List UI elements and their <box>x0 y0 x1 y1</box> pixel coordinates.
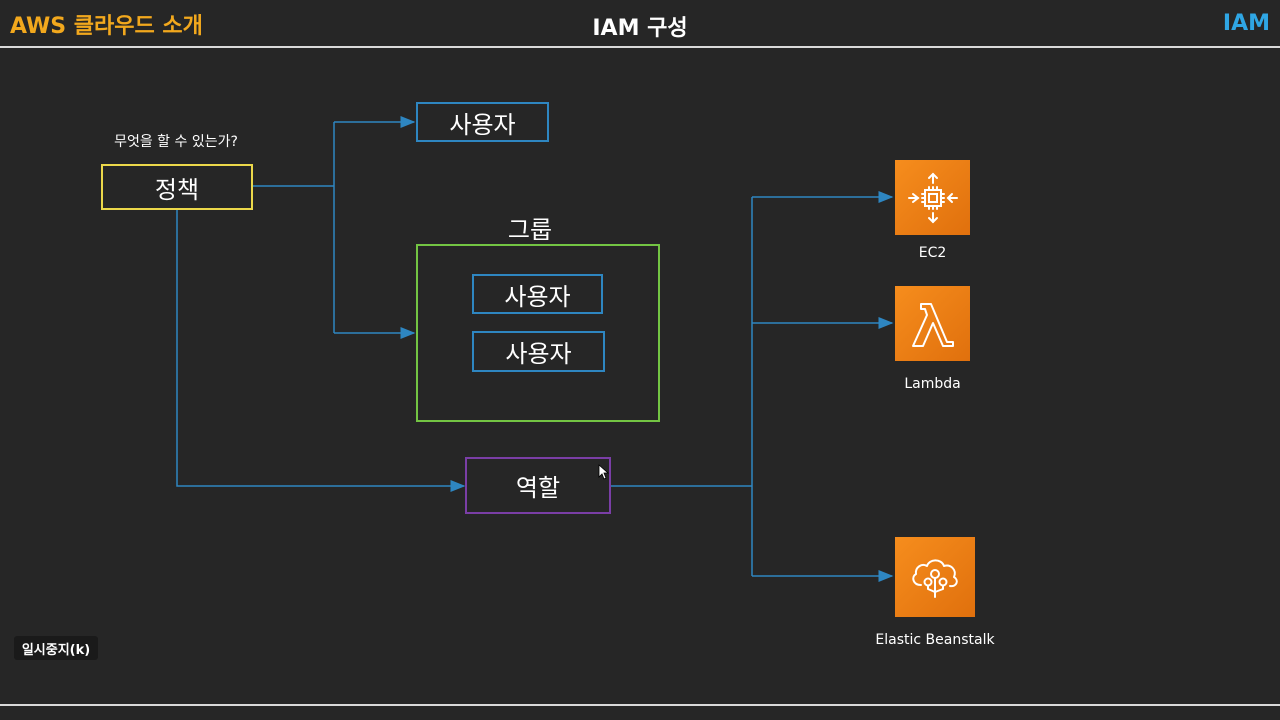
group-label: 그룹 <box>507 216 553 244</box>
iam-label: IAM <box>1222 11 1270 36</box>
role-box: 역할 <box>465 457 611 514</box>
group-user-box-1: 사용자 <box>472 274 603 314</box>
page-title: IAM 구성 <box>592 16 688 41</box>
lambda-icon <box>911 302 954 347</box>
lambda-service <box>895 286 970 361</box>
mouse-cursor-icon <box>598 464 610 480</box>
ec2-label: EC2 <box>918 245 947 261</box>
footer-divider <box>0 704 1280 706</box>
policy-question: 무엇을 할 수 있는가? <box>114 134 238 150</box>
group-user-box-2: 사용자 <box>472 331 605 372</box>
pause-button[interactable]: 일시중지(k) <box>14 636 98 660</box>
course-title: AWS 클라우드 소개 <box>10 14 203 39</box>
group-box <box>416 244 660 422</box>
ec2-service <box>895 160 970 235</box>
policy-box: 정책 <box>101 164 253 210</box>
user-box: 사용자 <box>416 102 549 142</box>
elastic-beanstalk-icon <box>912 559 958 598</box>
ec2-icon <box>907 172 958 223</box>
arrow-to-role <box>176 209 466 492</box>
beanstalk-service <box>895 537 975 617</box>
header-bar: AWS 클라우드 소개 IAM 구성 IAM <box>0 0 1280 48</box>
beanstalk-label: Elastic Beanstalk <box>875 632 995 648</box>
lambda-label: Lambda <box>904 376 961 392</box>
